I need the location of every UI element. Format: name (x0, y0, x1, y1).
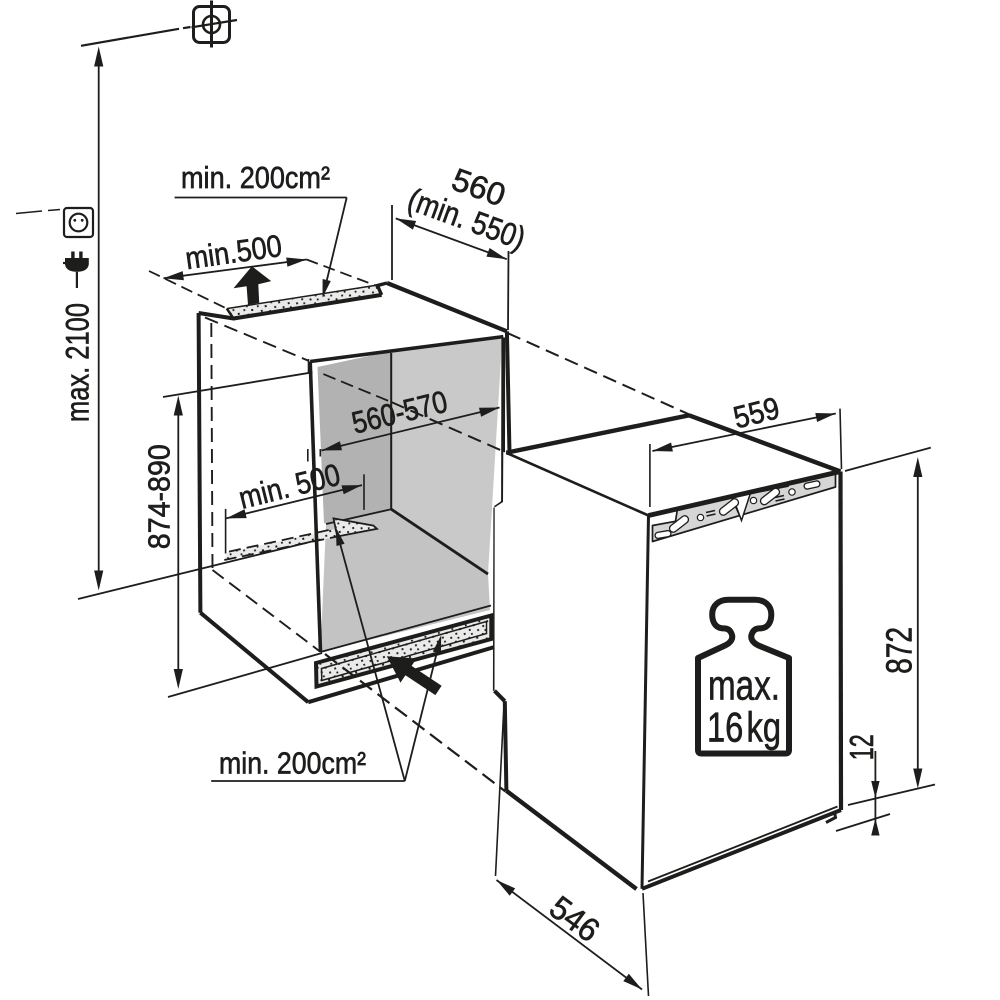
svg-text:min. 200cm²: min. 200cm² (181, 160, 330, 195)
svg-text:max.: max. (708, 662, 780, 709)
svg-text:min. 200cm²: min. 200cm² (219, 746, 366, 781)
svg-text:874-890: 874-890 (142, 444, 177, 549)
svg-text:max. 2100: max. 2100 (60, 303, 96, 422)
svg-text:12: 12 (843, 734, 880, 760)
svg-text:872: 872 (879, 627, 920, 674)
